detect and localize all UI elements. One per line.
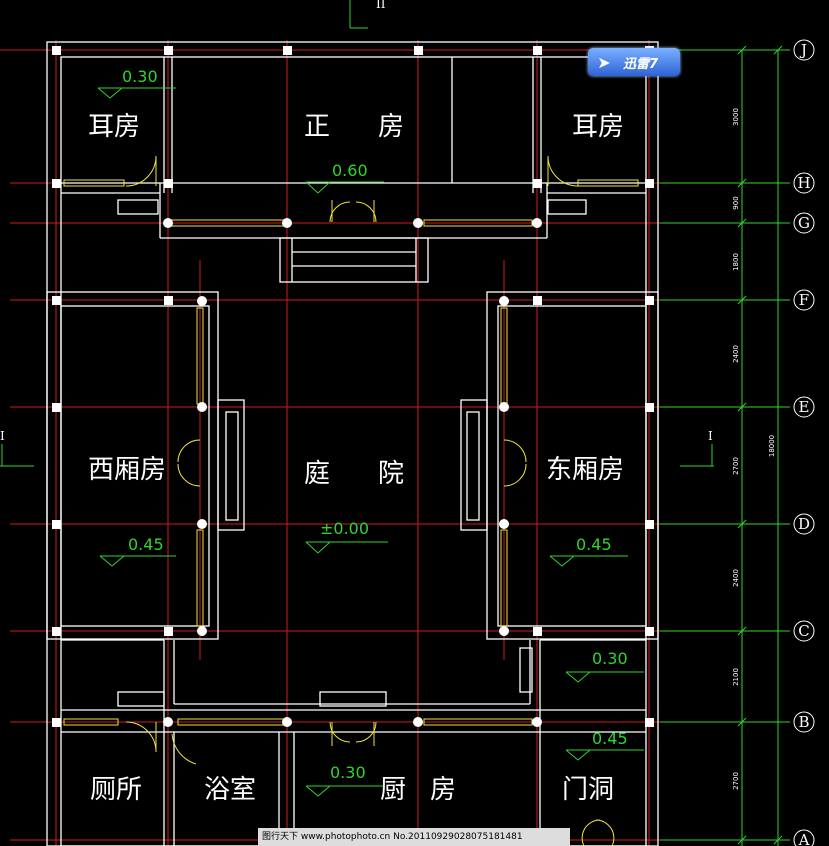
axis-bubbles — [793, 39, 815, 846]
room-er-right: 耳房 — [572, 112, 624, 142]
dim-4: 2400 — [732, 345, 740, 363]
xunlei-label: 迅雷7 — [623, 56, 659, 72]
room-er-left: 耳房 — [88, 112, 140, 142]
room-yushi: 浴室 — [204, 775, 256, 805]
axis-a: A — [798, 831, 810, 846]
room-cesuo: 厕所 — [90, 775, 142, 805]
doors — [125, 155, 615, 846]
level-xi-xiang: 0.45 — [128, 535, 164, 554]
dim-1: 3000 — [732, 108, 740, 126]
dim-7: 2100 — [732, 668, 740, 686]
level-mendong: 0.45 — [592, 729, 628, 748]
axis-labels: J H G F E D C B A — [797, 41, 810, 846]
level-chu: 0.30 — [330, 763, 366, 782]
axis-b: B — [798, 713, 809, 731]
columns — [52, 46, 654, 727]
xunlei-badge[interactable]: ➤ 迅雷7 — [588, 48, 680, 76]
dim-total: 18000 — [768, 435, 776, 457]
room-xi-xiang: 西厢房 — [88, 455, 166, 485]
room-chu-2: 房 — [430, 775, 456, 805]
axis-h: H — [797, 174, 810, 192]
axis-e: E — [799, 398, 810, 416]
level-zheng: 0.60 — [332, 161, 368, 180]
axis-j: J — [799, 41, 807, 59]
room-zheng-2: 房 — [378, 112, 404, 142]
axis-f: F — [799, 291, 809, 309]
walls — [46, 41, 659, 846]
section-mark-top: II — [376, 0, 386, 11]
level-se: 0.30 — [592, 649, 628, 668]
axis-g: G — [798, 214, 810, 232]
room-ting-1: 庭 — [304, 459, 330, 489]
dimension-texts: 3000 900 1800 2400 2700 2400 2100 2700 1… — [732, 108, 776, 790]
dim-3: 1800 — [732, 253, 740, 271]
room-mendong: 门洞 — [562, 775, 614, 805]
level-dong-xiang: 0.45 — [576, 535, 612, 554]
level-ting: ±0.00 — [320, 519, 369, 538]
room-chu-1: 厨 — [380, 775, 406, 805]
room-zheng-1: 正 — [304, 112, 330, 142]
dim-6: 2400 — [732, 569, 740, 587]
bird-icon: ➤ — [597, 52, 611, 72]
room-ting-2: 院 — [378, 459, 404, 489]
dim-2: 900 — [732, 196, 740, 209]
dim-5: 2700 — [732, 457, 740, 475]
axis-d: D — [798, 515, 810, 533]
level-er-left: 0.30 — [122, 67, 158, 86]
watermark: 图行天下 www.photophoto.cn No.20110929028075… — [258, 828, 570, 846]
windows — [63, 179, 639, 726]
axis-grid — [0, 40, 760, 846]
dimension-lines — [0, 0, 790, 846]
dim-8: 2700 — [732, 772, 740, 790]
section-mark-right: I — [708, 429, 713, 443]
section-mark-left: I — [0, 429, 5, 443]
level-symbols — [97, 87, 644, 797]
axis-c: C — [798, 622, 809, 640]
room-dong-xiang: 东厢房 — [546, 455, 624, 485]
